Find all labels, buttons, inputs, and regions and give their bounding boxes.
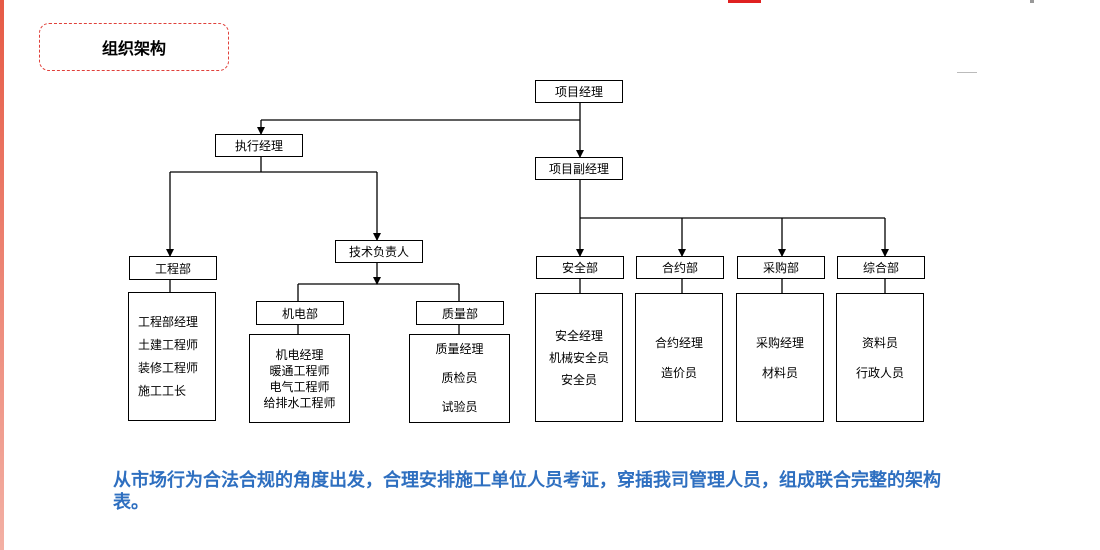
node-procurement-dept: 采购部	[737, 256, 825, 279]
corner-line	[957, 72, 977, 73]
node-executive-manager: 执行经理	[215, 134, 303, 157]
node-quality-dept: 质量部	[416, 301, 504, 325]
list-item: 资料员	[861, 335, 898, 350]
list-mep-staff: 机电经理 暖通工程师 电气工程师 给排水工程师	[249, 334, 350, 423]
node-project-manager: 项目经理	[535, 80, 623, 103]
node-deputy-manager: 项目副经理	[535, 157, 623, 180]
list-item: 土建工程师	[138, 337, 199, 352]
node-safety-dept: 安全部	[536, 256, 624, 279]
list-item: 暖通工程师	[269, 363, 330, 378]
node-general-dept: 综合部	[837, 256, 925, 279]
list-item: 安全员	[560, 372, 597, 387]
list-item: 工程部经理	[138, 314, 199, 329]
left-accent-bar	[0, 0, 4, 550]
list-item: 合约经理	[654, 335, 703, 350]
list-item: 机电经理	[275, 347, 324, 362]
top-red-mark	[728, 0, 761, 3]
list-item: 电气工程师	[269, 379, 330, 394]
list-contract-staff: 合约经理 造价员	[635, 293, 723, 422]
page-title: 组织架构	[39, 23, 229, 71]
top-gray-mark	[1030, 0, 1034, 3]
summary-text: 从市场行为合法合规的角度出发，合理安排施工单位人员考证，穿插我司管理人员，组成联…	[113, 470, 941, 513]
node-engineering-dept: 工程部	[129, 256, 217, 280]
list-item: 安全经理	[554, 328, 603, 343]
list-item: 材料员	[761, 365, 798, 380]
list-safety-staff: 安全经理 机械安全员 安全员	[535, 293, 623, 422]
node-tech-lead: 技术负责人	[335, 240, 423, 263]
list-item: 施工工长	[138, 383, 187, 398]
list-item: 采购经理	[755, 335, 804, 350]
list-item: 质检员	[441, 371, 478, 385]
list-quality-staff: 质量经理 质检员 试验员	[409, 334, 510, 423]
list-item: 装修工程师	[138, 360, 199, 375]
list-item: 机械安全员	[548, 350, 609, 365]
list-general-staff: 资料员 行政人员	[836, 293, 924, 422]
list-item: 质量经理	[435, 342, 484, 356]
list-procurement-staff: 采购经理 材料员	[736, 293, 824, 422]
list-item: 试验员	[441, 400, 478, 414]
list-item: 行政人员	[855, 365, 904, 380]
node-contract-dept: 合约部	[636, 256, 724, 279]
list-item: 给排水工程师	[263, 395, 336, 410]
list-item: 造价员	[660, 365, 697, 380]
list-engineering-staff: 工程部经理 土建工程师 装修工程师 施工工长	[128, 292, 216, 421]
node-mep-dept: 机电部	[256, 301, 344, 325]
